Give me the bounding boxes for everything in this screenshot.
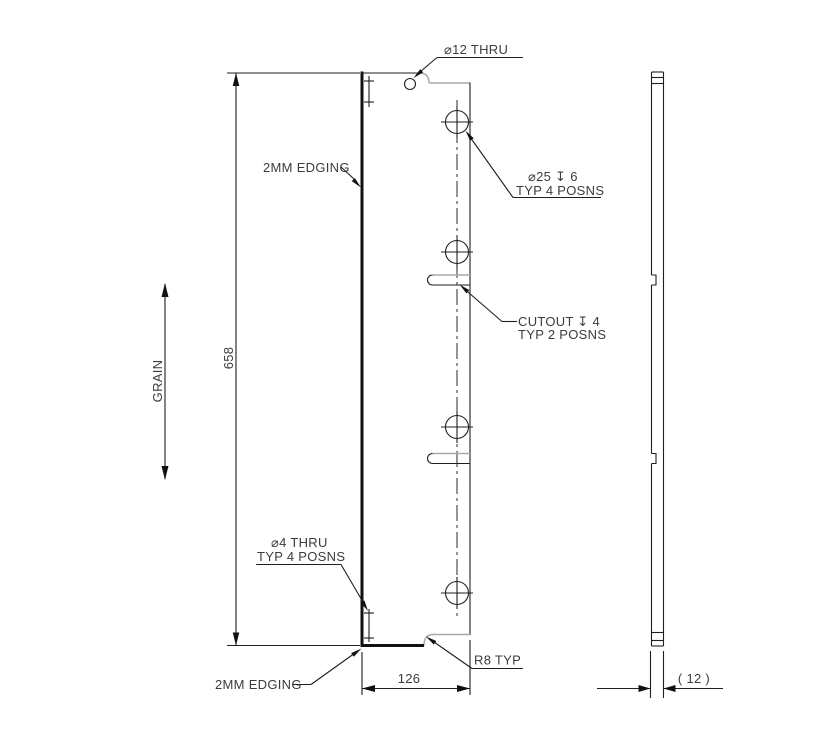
dimension-height-658: 658 (221, 72, 360, 647)
dimension-arrow-right-icon (457, 685, 470, 692)
side-cutout-notch-2 (651, 452, 657, 465)
counterbore-hole-3 (441, 411, 473, 443)
side-view (650, 71, 665, 647)
bottom-step-fillet (423, 633, 434, 646)
label-cbore-spec: ⌀25 ↧ 6 (528, 169, 578, 184)
label-edging-bottom: 2MM EDGING (215, 677, 302, 692)
grain-arrow-down-icon (161, 466, 169, 480)
label-dia4-qty: TYP 4 POSNS (257, 549, 345, 564)
front-view (360, 71, 473, 647)
hole-dia12 (403, 77, 417, 91)
leader-arrow-icon (426, 636, 437, 645)
leader-line (419, 57, 438, 73)
label-edging-top: 2MM EDGING (263, 160, 350, 175)
cutout-slot-1 (427, 274, 470, 286)
leader-arrow-icon (459, 284, 470, 294)
leader-line (433, 641, 473, 669)
callout-dia12-thru: ⌀12 THRU (413, 42, 523, 78)
leader-line (310, 652, 356, 685)
callout-edging-top: 2MM EDGING (263, 160, 361, 188)
label-cutout-spec: CUTOUT ↧ 4 (518, 314, 600, 329)
leader-line (340, 166, 356, 181)
callout-counterbore: ⌀25 ↧ 6 TYP 4 POSNS (465, 130, 604, 199)
leader-arrow-icon (413, 69, 424, 78)
callout-dia4-thru: ⌀4 THRU TYP 4 POSNS (256, 535, 368, 611)
leader-line (340, 564, 364, 603)
dimension-arrow-right-icon (638, 685, 651, 692)
dimension-width-126: 126 (361, 640, 471, 695)
leader-arrow-icon (351, 178, 361, 188)
leader-arrow-icon (351, 648, 362, 657)
dimension-thickness-12: ( 12 ) (597, 651, 723, 698)
dimension-arrow-up-icon (232, 73, 240, 86)
counterbore-hole-1 (441, 106, 473, 138)
leader-arrow-icon (465, 130, 474, 141)
counterbore-hole-2 (441, 236, 473, 268)
cutout-slot-2 (427, 452, 470, 465)
label-cutout-qty: TYP 2 POSNS (518, 327, 606, 342)
dimension-arrow-left-icon (362, 685, 375, 692)
callout-cutout: CUTOUT ↧ 4 TYP 2 POSNS (459, 284, 606, 342)
callout-edging-bottom: 2MM EDGING (215, 648, 362, 692)
label-dia4-spec: ⌀4 THRU (271, 535, 328, 550)
dim-12-text: ( 12 ) (678, 671, 710, 686)
grain-indicator: GRAIN (150, 283, 169, 480)
dimension-arrow-down-icon (232, 632, 240, 646)
leader-arrow-icon (360, 600, 368, 611)
grain-label: GRAIN (150, 360, 165, 403)
top-step-fillet (419, 72, 430, 84)
small-holes-top (364, 76, 374, 107)
dimension-arrow-left-icon (663, 685, 676, 692)
leader-line (464, 289, 503, 322)
grain-arrow-up-icon (161, 283, 169, 297)
side-cutout-notch-1 (651, 274, 657, 286)
label-cbore-qty: TYP 4 POSNS (516, 183, 604, 198)
callout-r8: R8 TYP (426, 636, 523, 670)
label-dia12-thru: ⌀12 THRU (444, 42, 508, 57)
small-holes-bottom (364, 609, 374, 642)
leader-line (469, 136, 514, 198)
counterbore-hole-4 (441, 577, 473, 609)
dim-658-text: 658 (221, 347, 236, 370)
label-r8: R8 TYP (474, 653, 521, 668)
dim-126-text: 126 (398, 671, 421, 686)
